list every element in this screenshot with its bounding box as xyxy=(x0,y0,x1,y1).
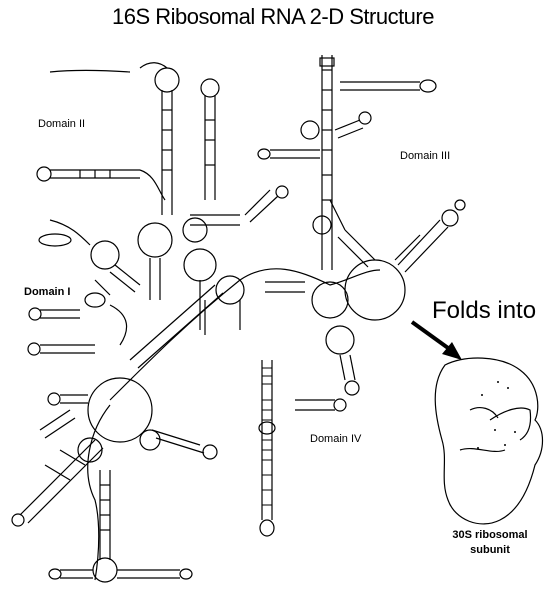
domain-4-helix xyxy=(258,360,276,537)
domain-3-label: Domain III xyxy=(400,150,451,162)
subunit-label: 30S ribosomal subunit xyxy=(440,528,540,558)
30s-subunit-markings xyxy=(477,381,516,449)
domain-3-structure xyxy=(257,55,437,270)
domain-2-structure xyxy=(36,62,220,215)
domain-2-label: Domain II xyxy=(38,118,86,130)
domain-1-upper-loops xyxy=(38,219,173,346)
domain-1-loop xyxy=(139,429,161,451)
folds-into-arrow xyxy=(410,320,462,360)
domain-4-label: Domain IV xyxy=(310,433,362,445)
diagram-title: 16S Ribosomal RNA 2-D Structure xyxy=(112,4,434,29)
central-loops xyxy=(182,185,289,330)
central-diagonal-helix xyxy=(129,284,224,369)
backbone-strand xyxy=(87,404,111,581)
domain-1-diagonal-helix xyxy=(11,439,104,527)
folds-into-label: Folds into xyxy=(432,297,537,324)
subunit-label-line2: subunit xyxy=(470,544,510,556)
domain-1-bottom-helix xyxy=(48,470,193,583)
30s-subunit-shape xyxy=(434,357,544,525)
domain-1-loop xyxy=(77,437,103,463)
domain-1-right-helix xyxy=(151,429,218,460)
domain-1-left-stems xyxy=(27,307,95,439)
domain-4-side-stem xyxy=(295,398,347,412)
domain-1-label: Domain I xyxy=(24,286,71,298)
domain-1-central-loop xyxy=(87,377,153,443)
domain-3-large-loop xyxy=(265,199,466,396)
subunit-label-line1: 30S ribosomal xyxy=(452,529,528,541)
